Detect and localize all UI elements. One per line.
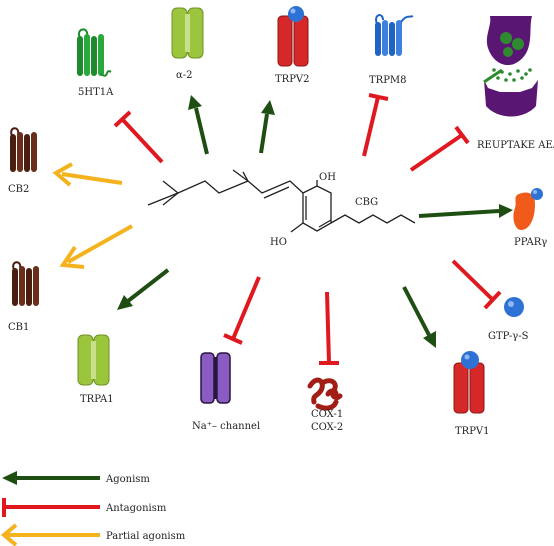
synapse-icon	[483, 16, 538, 117]
label-trpv2: TRPV2	[275, 74, 310, 85]
agonism-arrow-alpha2	[188, 95, 209, 155]
legend-item-antagonism: Antagonism	[2, 498, 167, 517]
antagonism-arrow-5ht1a	[113, 110, 164, 164]
channel-red-ball-icon	[277, 6, 309, 67]
label-ppar: PPARγ	[514, 237, 547, 248]
agonism-arrow-ppar	[418, 204, 513, 218]
gpcr-green-icon	[77, 28, 112, 77]
partial-agonism-arrow-cb2	[52, 162, 123, 187]
label-gtp: GTP-γ-S	[488, 331, 529, 342]
antagonism-arrow-gtp	[451, 259, 502, 310]
antagonism-arrow-cox	[319, 291, 339, 365]
gpcr-blue-icon	[375, 14, 414, 56]
gpcr-brown-icon	[10, 127, 37, 172]
legend-label-partial-agonism: Partial agonism	[106, 531, 186, 542]
legend-item-partial-agonism: Partial agonism	[0, 523, 186, 546]
label-alpha2: α-2	[176, 70, 193, 81]
legend-label-agonism: Agonism	[105, 474, 150, 485]
channel-green-icon	[77, 334, 110, 386]
oh-bottom-label: HO	[270, 237, 287, 248]
gpcr-brown-icon	[12, 261, 39, 306]
label-reuptake: REUPTAKE AEA	[477, 140, 554, 151]
legend-item-agonism: Agonism	[2, 471, 150, 485]
label-trpm8: TRPM8	[369, 75, 407, 86]
antagonism-arrow-reuptake	[409, 125, 470, 172]
label-cox2: COX-2	[311, 422, 343, 433]
label-cox1: COX-1	[311, 409, 343, 420]
agonism-arrow-trpa1	[117, 268, 170, 310]
ppar-icon	[513, 188, 543, 230]
label-cb2: CB2	[8, 184, 29, 195]
label-5ht1a: 5HT1A	[78, 87, 114, 98]
legend: Agonism Antagonism Partial agonism	[0, 471, 186, 546]
agonism-arrow-trpv1	[402, 286, 436, 348]
label-trpa1: TRPA1	[80, 394, 114, 405]
channel-red-ball-icon	[453, 351, 485, 414]
enzyme-icon	[307, 377, 343, 411]
antagonism-arrow-trpm8	[362, 93, 389, 157]
oh-top-label: OH	[319, 172, 336, 183]
ball-icon	[504, 297, 524, 317]
cbg-molecule	[147, 169, 416, 233]
label-na-channel: Na⁺– channel	[192, 421, 260, 432]
label-trpv1: TRPV1	[455, 426, 490, 437]
channel-purple-icon	[200, 352, 231, 404]
partial-agonism-arrow-cb1	[59, 224, 133, 269]
channel-green-icon	[171, 7, 204, 59]
legend-label-antagonism: Antagonism	[105, 503, 167, 514]
agonism-arrow-trpv2	[259, 100, 275, 154]
arrows	[52, 93, 513, 365]
antagonism-arrow-na	[223, 276, 261, 345]
label-cb1: CB1	[8, 322, 29, 333]
cbg-label: CBG	[355, 197, 378, 208]
